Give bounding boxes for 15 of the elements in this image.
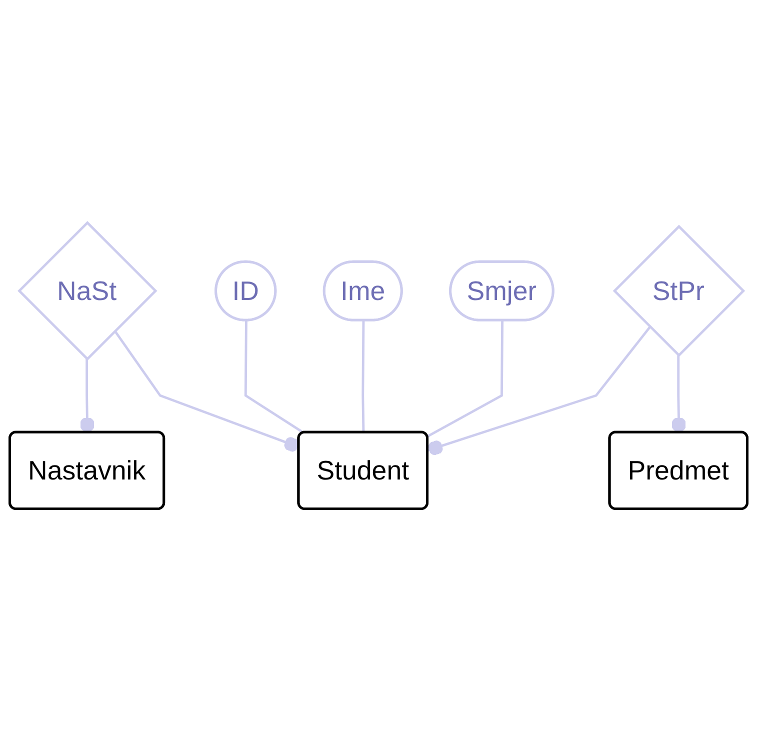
connector-line [362,320,365,432]
relationship-diamond: StPr [612,224,746,357]
connector-line [114,330,300,452]
attribute-ellipse: ID [214,260,277,322]
connector-line [80,358,95,432]
connector-line [671,355,686,432]
relationship-diamond: NaSt [18,220,158,360]
entity-box: Nastavnik [8,430,166,510]
connector-line [426,320,504,438]
entity-box: Predmet [608,430,748,510]
attribute-ellipse: Ime [322,260,403,322]
connector-line [244,320,304,434]
entity-box: Student [297,430,429,510]
connector-line [428,326,651,455]
attribute-ellipse: Smjer [449,260,554,322]
